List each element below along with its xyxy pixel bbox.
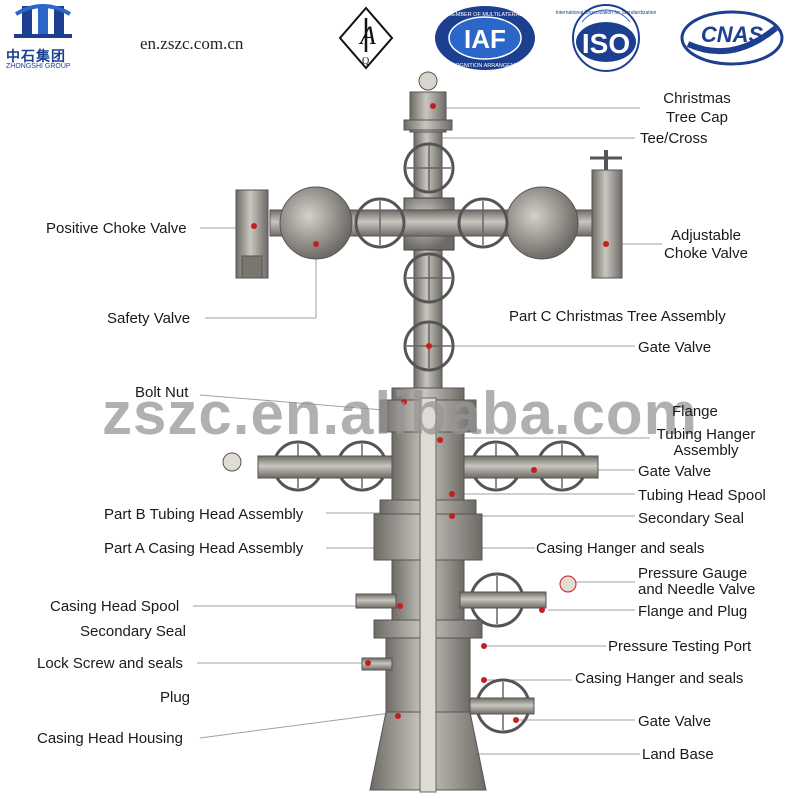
label-gate-valve-mid: Gate Valve: [638, 463, 712, 480]
svg-text:RECOGNITION ARRANGEMENT: RECOGNITION ARRANGEMENT: [444, 63, 527, 69]
label-flange: Flange: [672, 403, 718, 420]
label-pressure-testing-port: Pressure Testing Port: [608, 638, 752, 655]
label-tee-cross: Tee/Cross: [640, 130, 708, 147]
gauge-left-icon: [222, 452, 242, 472]
label-part-b: Part B Tubing Head Assembly: [104, 506, 304, 523]
label-adjustable-choke-valve: Adjustable Choke Valve: [664, 227, 748, 262]
api-mark-letter: Q: [362, 56, 370, 67]
label-gate-valve-upper: Gate Valve: [638, 339, 712, 356]
label-bolt-nut: Bolt Nut: [135, 384, 189, 401]
watermark-text: zszc.en.alibaba.com: [102, 380, 698, 447]
label-tubing-hanger-assembly: Tubing Hanger Assembly: [656, 426, 756, 459]
website-text: en.zszc.com.cn: [140, 34, 244, 53]
iaf-text: IAF: [464, 24, 506, 54]
label-land-base: Land Base: [642, 746, 714, 763]
label-lock-screw: Lock Screw and seals: [37, 655, 183, 672]
cnas-text: CNAS: [701, 22, 764, 47]
company-logo-text: 中石集团: [6, 48, 66, 64]
svg-text:MEMBER OF MULTILATERAL: MEMBER OF MULTILATERAL: [448, 12, 523, 18]
label-positive-choke-valve: Positive Choke Valve: [46, 220, 187, 237]
label-casing-hanger-seals-lower: Casing Hanger and seals: [575, 670, 744, 687]
label-plug: Plug: [160, 689, 191, 706]
pressure-gauge-top-icon: [418, 71, 438, 91]
label-secondary-seal-right: Secondary Seal: [638, 510, 744, 527]
iso-text: ISO: [582, 28, 630, 59]
label-casing-head-housing: Casing Head Housing: [37, 730, 183, 747]
label-tubing-head-spool: Tubing Head Spool: [638, 487, 766, 504]
label-part-c: Part C Christmas Tree Assembly: [509, 308, 726, 325]
label-part-a: Part A Casing Head Assembly: [104, 540, 304, 557]
zhongshi-logo: [14, 4, 72, 38]
svg-text:International Organization for: International Organization for Standardi…: [556, 10, 656, 16]
adjustable-choke-body: [591, 169, 623, 279]
company-logo-sub: ZHONGSHI GROUP: [6, 63, 71, 70]
safety-valve-body: [279, 186, 353, 260]
iaf-logo: IAF MEMBER OF MULTILATERAL RECOGNITION A…: [435, 6, 535, 70]
label-secondary-seal-left: Secondary Seal: [80, 623, 186, 640]
label-gate-valve-lower: Gate Valve: [638, 713, 712, 730]
label-christmas-tree-cap: Christmas Tree Cap: [663, 90, 731, 126]
pressure-gauge-icon: [559, 575, 577, 593]
label-safety-valve: Safety Valve: [107, 310, 191, 327]
cnas-logo: CNAS: [680, 10, 784, 66]
label-pressure-gauge-needle: Pressure Gauge and Needle Valve: [638, 565, 756, 598]
iso-logo: ISO International Organization for Stand…: [556, 4, 656, 72]
label-casing-hanger-seals-upper: Casing Hanger and seals: [536, 540, 705, 557]
label-casing-head-spool: Casing Head Spool: [50, 598, 180, 615]
api-monogram-icon: A Q: [338, 6, 394, 70]
label-flange-and-plug: Flange and Plug: [638, 603, 748, 620]
